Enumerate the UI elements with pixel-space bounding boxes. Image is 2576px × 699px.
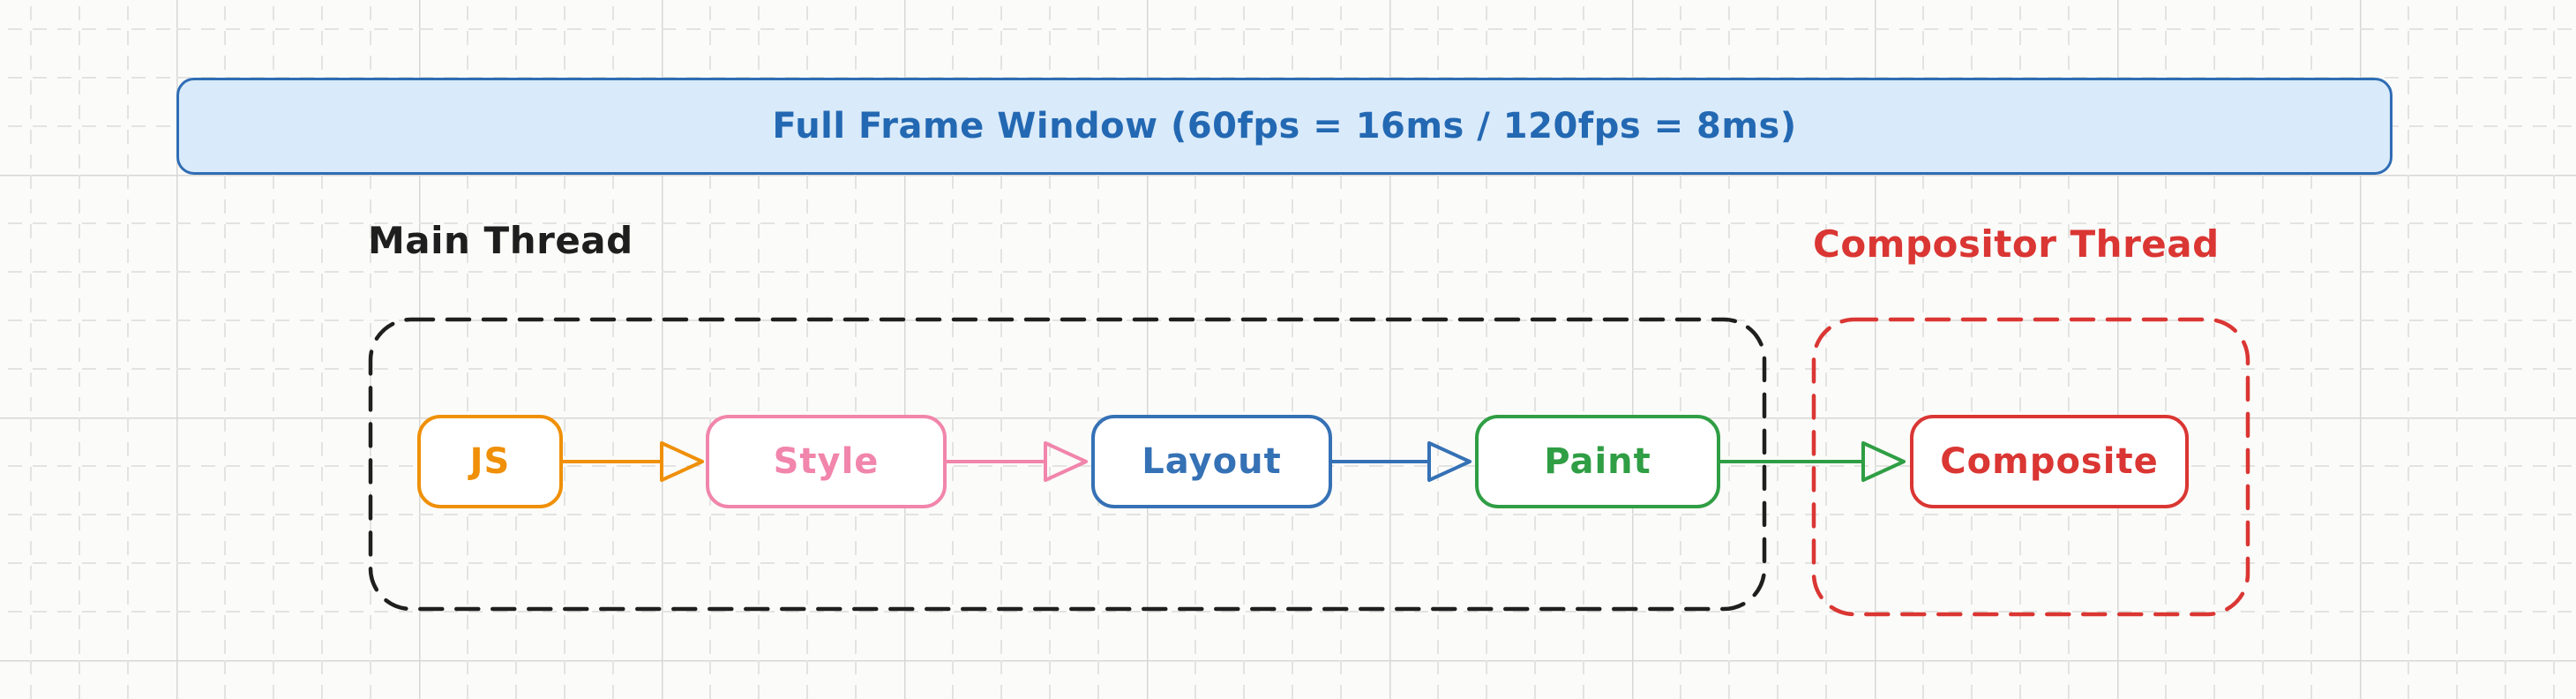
node-paint[interactable]: Paint (1475, 415, 1720, 508)
compositor-thread-label[interactable]: Compositor Thread (1813, 222, 2220, 266)
arrow-paint-to-composite[interactable] (1719, 441, 1906, 482)
node-composite[interactable]: Composite (1910, 415, 2189, 508)
node-layout[interactable]: Layout (1091, 415, 1332, 508)
node-composite-label: Composite (1940, 441, 2159, 482)
arrow-js-to-style[interactable] (561, 441, 704, 482)
node-js[interactable]: JS (417, 415, 563, 508)
frame-window-banner-label: Full Frame Window (60fps = 16ms / 120fps… (772, 106, 1797, 147)
node-style[interactable]: Style (706, 415, 947, 508)
arrow-layout-to-paint[interactable] (1330, 441, 1471, 482)
node-layout-label: Layout (1142, 441, 1282, 482)
frame-window-banner[interactable]: Full Frame Window (60fps = 16ms / 120fps… (176, 78, 2393, 175)
compositor-thread-group-outline[interactable] (1811, 317, 2250, 617)
main-thread-group-outline[interactable] (368, 317, 1767, 612)
node-style-label: Style (773, 441, 880, 482)
node-js-label: JS (469, 441, 511, 482)
main-thread-label[interactable]: Main Thread (368, 219, 633, 262)
arrow-style-to-layout[interactable] (945, 441, 1088, 482)
node-paint-label: Paint (1544, 441, 1651, 482)
